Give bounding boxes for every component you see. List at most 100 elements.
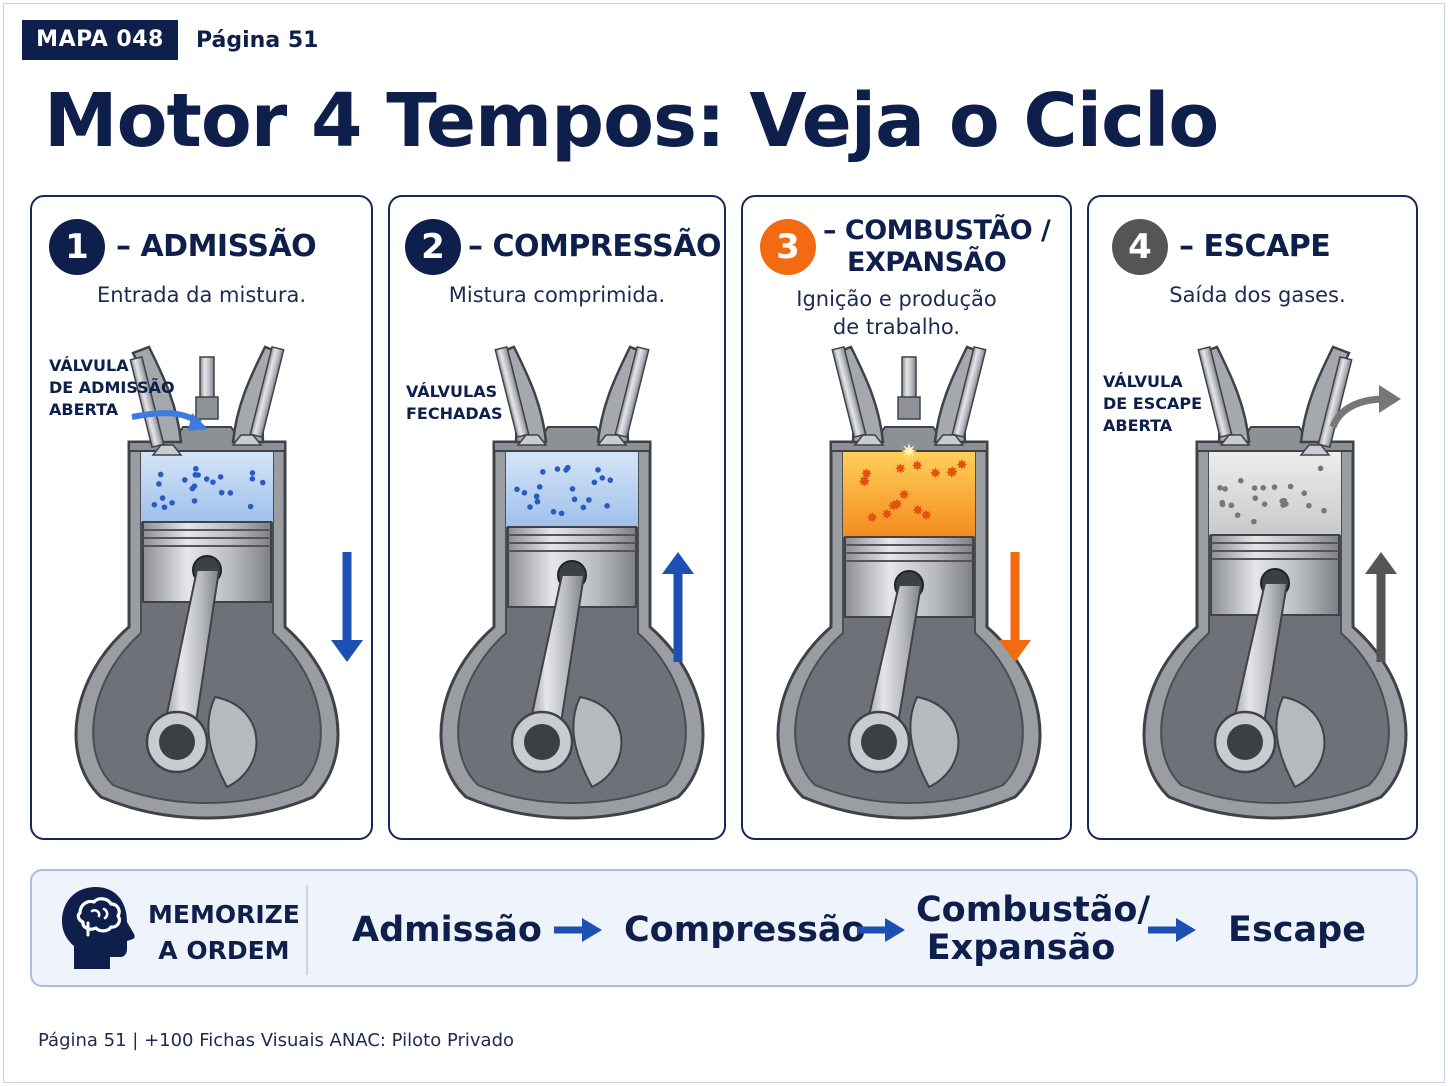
- valve-head: [1219, 434, 1251, 446]
- gas-particle: [193, 465, 199, 472]
- crank-counterweight: [207, 695, 258, 789]
- gas-particle: [563, 467, 569, 473]
- gas-particle: [514, 486, 520, 493]
- engine-illustration-compression: [439, 345, 705, 820]
- stroke-title: – ADMISSÃO: [116, 229, 317, 264]
- flame-particle: ✸: [911, 459, 923, 475]
- gas-particle: [218, 489, 225, 496]
- stroke-description-line2: de trabalho.: [832, 315, 961, 339]
- order-step-label: Escape: [1228, 910, 1366, 950]
- gas-particle: [1301, 490, 1308, 497]
- up-arrow-icon: [1365, 552, 1397, 574]
- gas-particle: [169, 500, 175, 506]
- gas-particle: [181, 477, 188, 483]
- gas-particle: [157, 471, 164, 478]
- valve-head: [596, 434, 628, 446]
- gas-particle: [571, 496, 578, 503]
- gas-particle: [540, 469, 546, 475]
- stroke-description: Mistura comprimida.: [448, 283, 666, 307]
- crank-counterweight: [909, 695, 960, 789]
- stroke-title: – COMPRESSÃO: [468, 229, 721, 264]
- memorize-divider: [306, 885, 308, 975]
- gas-particle: [1217, 485, 1223, 491]
- gas-particle: [1279, 498, 1286, 504]
- memorize-label: MEMORIZE A ORDEM: [148, 897, 300, 969]
- memorize-label-line: MEMORIZE: [148, 900, 300, 929]
- flame-particle: ✸: [881, 507, 893, 523]
- flame-particle: ✸: [920, 508, 932, 524]
- stroke-description: Ignição e produção: [796, 287, 997, 311]
- gas-particle: [159, 495, 166, 501]
- gas-particle: [195, 472, 201, 478]
- stroke-card-compression: 2 – COMPRESSÃO Mistura comprimida. VÁLVU…: [388, 195, 726, 840]
- gas-particle: [1219, 499, 1225, 506]
- down-arrow-icon: [999, 640, 1031, 662]
- gas-particle: [569, 486, 576, 492]
- valve-stem: [831, 345, 867, 439]
- combustion-chamber-gas: [141, 449, 273, 522]
- right-arrow-icon: [857, 918, 905, 942]
- stroke-number-badge: 1: [49, 219, 105, 275]
- order-step-label: Compressão: [624, 910, 866, 950]
- gas-particle: [1321, 507, 1327, 514]
- valve-head: [853, 434, 885, 446]
- valve-stem: [494, 345, 530, 439]
- gas-particle: [558, 510, 565, 517]
- gas-particle: [586, 497, 592, 503]
- stroke-description: Saída dos gases.: [1169, 283, 1346, 307]
- valve-head: [516, 434, 548, 446]
- gas-particle: [217, 474, 224, 480]
- order-step-combustion: Combustão/ Expansão: [916, 891, 1150, 968]
- flame-particle: ✸: [861, 467, 873, 483]
- gas-particle: [607, 477, 614, 483]
- callout-line: VÁLVULA: [49, 356, 129, 375]
- callout-line: FECHADAS: [406, 404, 503, 423]
- valve-stem: [614, 345, 650, 439]
- valve-stem: [249, 345, 285, 439]
- gas-particle: [527, 504, 533, 510]
- stroke-card-combustion: ✸✸✸✸✸✸✸✸✸✸✸✸✸✸✸✸✷ 3 – COMBUSTÃO / EXPANS…: [741, 195, 1072, 840]
- flame-particle: ✸: [891, 497, 903, 513]
- right-arrow-icon: [554, 918, 602, 942]
- valve-stem: [951, 345, 987, 439]
- stroke-number-badge: 4: [1112, 219, 1168, 275]
- gas-particle: [554, 466, 561, 472]
- gas-particle: [156, 481, 162, 487]
- callout-line: ABERTA: [49, 400, 119, 419]
- gas-particle: [1251, 518, 1257, 525]
- stroke-number-badge: 3: [760, 219, 816, 275]
- spark-icon: ✷: [900, 440, 918, 465]
- exhaust-flow-arrowhead: [1379, 385, 1401, 413]
- flame-particle: ✸: [946, 466, 958, 482]
- flame-particle: ✸: [866, 510, 878, 526]
- stroke-title-line2: EXPANSÃO: [847, 247, 1007, 278]
- gas-particle: [249, 476, 256, 482]
- gas-particle: [1271, 484, 1278, 490]
- valve-head: [933, 434, 965, 446]
- gas-particle: [1238, 477, 1244, 484]
- flame-particle: ✸: [895, 462, 907, 478]
- order-step-label-line2: Expansão: [926, 928, 1116, 968]
- callout-line: VÁLVULAS: [406, 382, 498, 401]
- gas-particle: [203, 476, 210, 482]
- callout-line: ABERTA: [1103, 416, 1173, 435]
- gas-particle: [1228, 502, 1235, 509]
- gas-particle: [1222, 486, 1228, 492]
- gas-particle: [536, 484, 543, 490]
- page-footer: Página 51 | +100 Fichas Visuais ANAC: Pi…: [38, 1030, 515, 1051]
- crankshaft-center: [159, 724, 195, 760]
- down-arrow-icon: [331, 640, 363, 662]
- gas-particle: [1261, 501, 1268, 507]
- valve-head: [1299, 444, 1331, 456]
- gas-particle: [1287, 483, 1294, 490]
- gas-particle: [550, 508, 557, 515]
- flame-particle: ✸: [956, 457, 968, 473]
- valve-stem: [1197, 345, 1233, 439]
- gas-particle: [1260, 484, 1267, 491]
- gas-particle: [591, 479, 598, 486]
- memorize-order-panel: MEMORIZE A ORDEM Admissão Compressão Com…: [30, 869, 1418, 987]
- gas-particle: [249, 470, 256, 476]
- gas-particle: [161, 504, 168, 511]
- page-title: Motor 4 Tempos: Veja o Ciclo: [44, 78, 1219, 164]
- combustion-chamber-gas: [1209, 449, 1341, 535]
